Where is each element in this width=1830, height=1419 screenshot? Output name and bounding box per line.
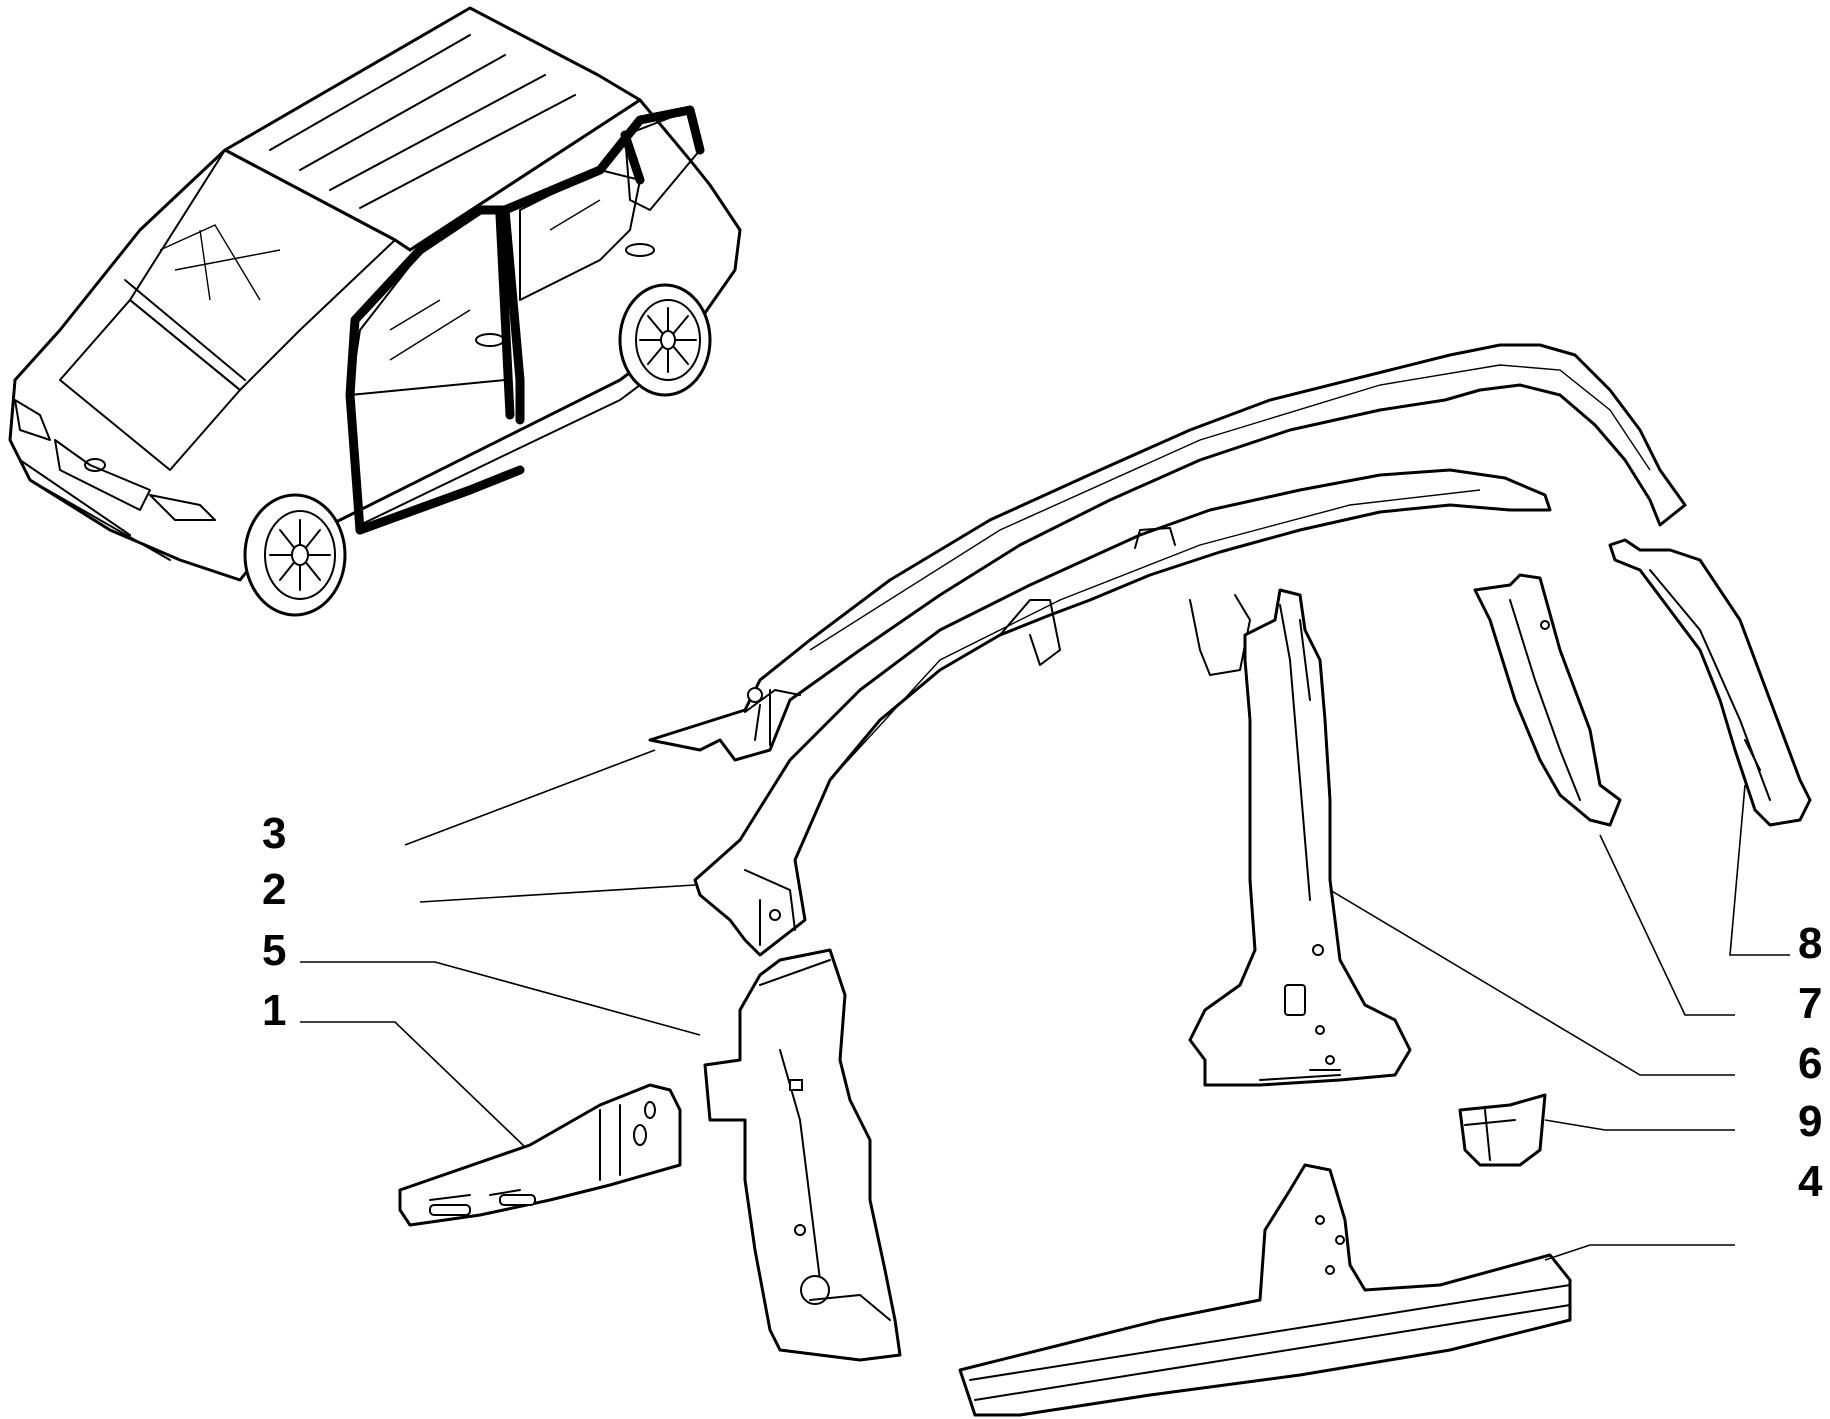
part-8-d-pillar bbox=[1608, 538, 1812, 827]
callout-1: 1 bbox=[262, 986, 286, 1035]
callout-8: 8 bbox=[1798, 919, 1822, 968]
part-2-a-pillar-rail bbox=[693, 468, 1552, 957]
callout-7: 7 bbox=[1798, 979, 1822, 1028]
callout-9: 9 bbox=[1798, 1097, 1822, 1146]
callout-4: 4 bbox=[1798, 1157, 1823, 1206]
part-1-bracket bbox=[398, 1083, 682, 1227]
callout-2: 2 bbox=[262, 865, 286, 914]
part-6-b-pillar bbox=[1188, 588, 1412, 1087]
part-4-sill bbox=[958, 1163, 1572, 1417]
callout-5: 5 bbox=[262, 926, 286, 975]
callout-labels: 3 2 5 1 8 7 6 9 4 bbox=[262, 809, 1823, 1206]
front-wheel bbox=[243, 493, 347, 617]
part-3-roof-rail bbox=[648, 343, 1687, 762]
car-illustration bbox=[8, 6, 742, 617]
callout-leaders bbox=[300, 749, 1790, 1261]
part-5-a-pillar-lower bbox=[703, 948, 902, 1362]
rear-wheel bbox=[618, 283, 712, 397]
part-7-c-pillar bbox=[1473, 573, 1622, 827]
part-9-small-bracket bbox=[1458, 1093, 1547, 1167]
callout-3: 3 bbox=[262, 809, 286, 858]
callout-6: 6 bbox=[1798, 1039, 1822, 1088]
